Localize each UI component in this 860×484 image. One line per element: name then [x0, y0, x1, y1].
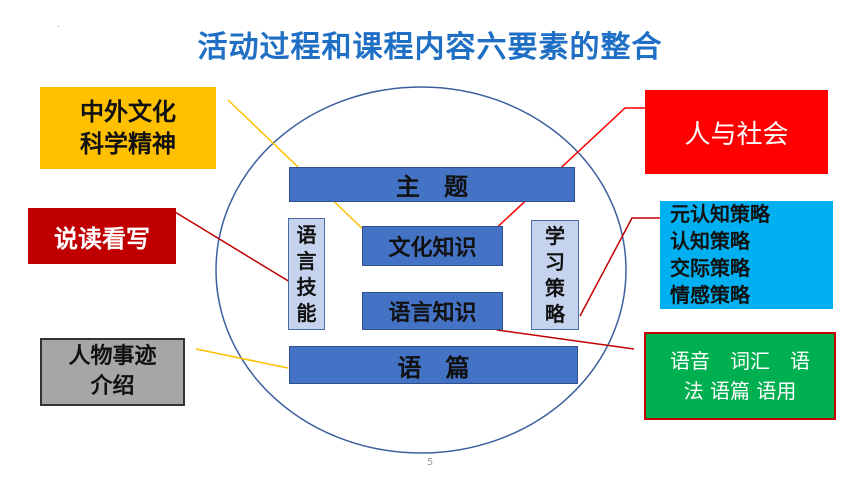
- page-title: 活动过程和课程内容六要素的整合: [197, 30, 663, 65]
- learning-strategies-box: 学 习 策 略: [531, 220, 579, 330]
- language-knowledge-box: 语言知识: [362, 292, 503, 330]
- theme-bar: 主 题: [289, 167, 575, 202]
- skills-label: 说读看写: [28, 208, 176, 264]
- language-skills-box: 语 言 技 能: [288, 218, 325, 330]
- strategies-label: 元认知策略 认知策略 交际策略 情感策略: [660, 201, 833, 309]
- page-number: 5: [426, 457, 434, 468]
- connector-language-items: [496, 329, 635, 350]
- connector-people-deeds: [195, 348, 289, 369]
- connector-skills: [174, 211, 291, 283]
- people-deeds-label: 人物事迹 介绍: [40, 338, 185, 406]
- culture-spirit-label: 中外文化 科学精神: [40, 87, 216, 169]
- person-society-label: 人与社会: [645, 90, 828, 174]
- central-ellipse: [215, 86, 627, 454]
- corner-mark: .: [57, 20, 60, 29]
- connector-strategies: [579, 217, 660, 317]
- language-items-label: 语音 词汇 语 法 语篇 语用: [644, 332, 836, 420]
- culture-knowledge-box: 文化知识: [362, 226, 503, 266]
- discourse-bar: 语 篇: [289, 346, 578, 384]
